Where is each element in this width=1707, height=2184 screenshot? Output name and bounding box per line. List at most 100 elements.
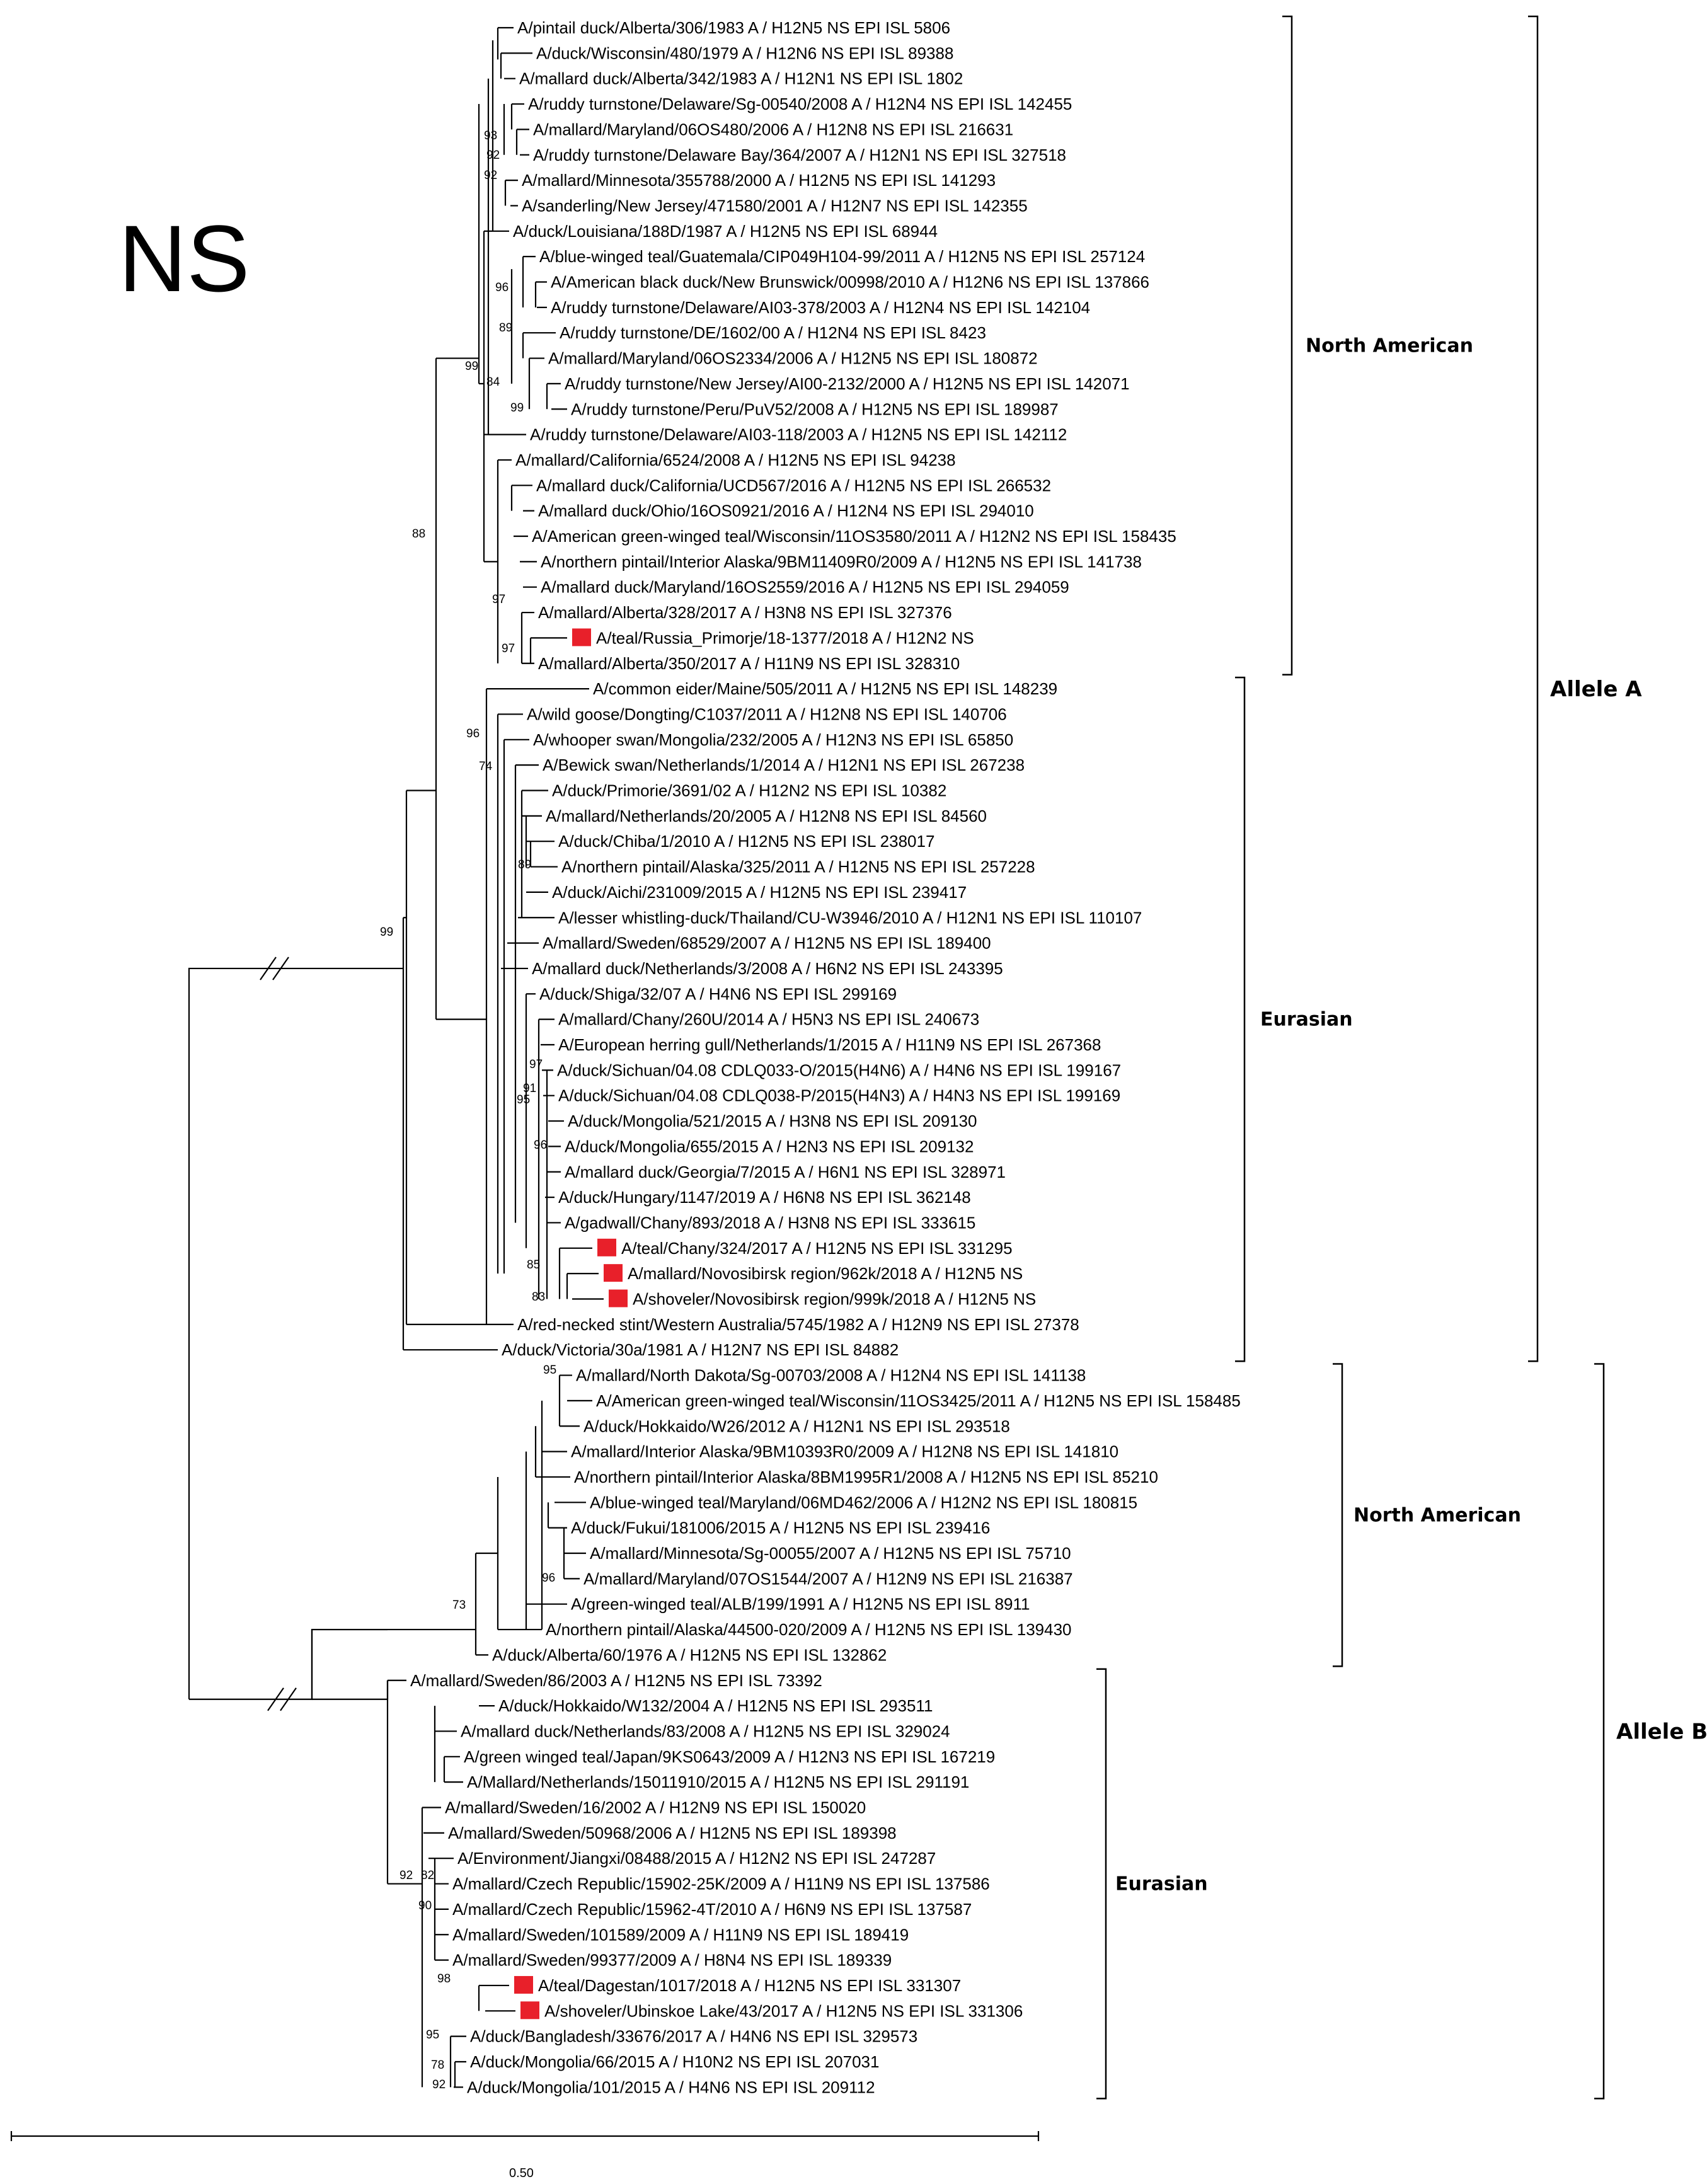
bootstrap-value: 97 (502, 642, 515, 655)
taxon-label: A/duck/Bangladesh/33676/2017 A / H4N6 NS… (470, 2027, 917, 2046)
taxon-label: A/green-winged teal/ALB/199/1991 A / H12… (571, 1595, 1030, 1614)
bootstrap-value: 88 (412, 527, 425, 541)
taxon-label: A/mallard/Minnesota/355788/2000 A / H12N… (522, 171, 996, 190)
clade-bracket (1282, 15, 1293, 675)
taxon-label: A/mallard/Maryland/06OS2334/2006 A / H12… (548, 349, 1038, 368)
scale-bar-label: 0.50 (509, 2166, 534, 2180)
taxon-label: A/mallard duck/California/UCD567/2016 A … (536, 476, 1051, 495)
bootstrap-value: 89 (499, 321, 512, 335)
taxon-label: A/mallard/Sweden/68529/2007 A / H12N5 NS… (543, 934, 991, 953)
taxon-label: A/gadwall/Chany/893/2018 A / H3N8 NS EPI… (565, 1213, 975, 1232)
taxon-label: A/teal/Chany/324/2017 A / H12N5 NS EPI I… (621, 1239, 1013, 1258)
taxon-label: A/mallard/Novosibirsk region/962k/2018 A… (628, 1264, 1023, 1283)
taxon-label: A/red-necked stint/Western Australia/574… (517, 1315, 1079, 1334)
clade-bracket (1096, 1668, 1107, 2100)
scale-bar: 0.50 (10, 2131, 1040, 2180)
taxon-label: A/sanderling/New Jersey/471580/2001 A / … (522, 196, 1028, 215)
taxon-label: A/Mallard/Netherlands/15011910/2015 A / … (467, 1773, 969, 1791)
taxon-label: A/duck/Sichuan/04.08 CDLQ033-O/2015(H4N6… (557, 1060, 1121, 1079)
study-sequence-marker (604, 1264, 623, 1282)
bootstrap-value: 92 (432, 2078, 445, 2091)
taxon-label: A/northern pintail/Alaska/325/2011 A / H… (561, 858, 1035, 876)
bootstrap-value: 97 (529, 1058, 543, 1071)
taxon-label: A/mallard/Czech Republic/15962-4T/2010 A… (452, 1900, 972, 1919)
taxon-label: A/duck/Mongolia/655/2015 A / H2N3 NS EPI… (565, 1137, 974, 1156)
bootstrap-value: 82 (421, 1869, 434, 1882)
taxon-label: A/mallard/Sweden/16/2002 A / H12N9 NS EP… (445, 1798, 866, 1817)
study-sequence-marker (572, 628, 591, 647)
taxon-label: A/European herring gull/Netherlands/1/20… (558, 1035, 1101, 1054)
taxon-label: A/duck/Shiga/32/07 A / H4N6 NS EPI ISL 2… (539, 984, 897, 1003)
taxon-label: A/Environment/Jiangxi/08488/2015 A / H12… (457, 1849, 936, 1868)
bootstrap-value: 91 (523, 1082, 536, 1095)
taxon-label: A/ruddy turnstone/Delaware/AI03-118/2003… (530, 425, 1067, 444)
bootstrap-value: 95 (517, 1093, 530, 1106)
bootstrap-value: 95 (543, 1364, 556, 1377)
study-sequence-marker (609, 1289, 628, 1308)
bootstrap-value: 89 (518, 858, 531, 871)
bootstrap-value: 98 (437, 1972, 451, 1986)
taxon-label: A/duck/Hokkaido/W132/2004 A / H12N5 NS E… (498, 1696, 933, 1715)
branch-break-mark (272, 957, 289, 980)
taxon-label: A/duck/Mongolia/521/2015 A / H3N8 NS EPI… (568, 1112, 977, 1130)
bootstrap-value: 99 (510, 401, 524, 415)
taxon-label: A/green winged teal/Japan/9KS0643/2009 A… (464, 1747, 995, 1766)
bootstrap-value: 73 (452, 1599, 466, 1612)
taxon-label: A/mallard/Chany/260U/2014 A / H5N3 NS EP… (558, 1010, 979, 1029)
taxon-label: A/mallard duck/Ohio/16OS0921/2016 A / H1… (538, 502, 1034, 520)
root-branch-allele-a (188, 967, 403, 1699)
bootstrap-value: 78 (431, 2059, 444, 2072)
taxon-label: A/mallard/Minnesota/Sg-00055/2007 A / H1… (590, 1544, 1071, 1563)
allele-label: Allele A (1550, 677, 1642, 702)
clade-label: Eurasian (1260, 1009, 1353, 1031)
taxon-label: A/mallard/California/6524/2008 A / H12N5… (515, 451, 956, 469)
taxon-label: A/northern pintail/Alaska/44500-020/2009… (546, 1620, 1072, 1639)
bootstrap-value: 90 (418, 1899, 432, 1912)
taxon-label: A/duck/Victoria/30a/1981 A / H12N7 NS EP… (502, 1340, 899, 1359)
taxon-label: A/duck/Hokkaido/W26/2012 A / H12N1 NS EP… (583, 1417, 1010, 1435)
taxon-label: A/wild goose/Dongting/C1037/2011 A / H12… (527, 704, 1007, 723)
taxon-label: A/ruddy turnstone/Delaware/AI03-378/2003… (551, 298, 1090, 317)
clade-label: North American (1306, 335, 1473, 357)
study-sequence-marker (597, 1238, 616, 1256)
taxon-label: A/lesser whistling-duck/Thailand/CU-W394… (558, 908, 1142, 927)
bootstrap-value: 74 (479, 760, 493, 773)
allele-bracket (1528, 15, 1539, 1362)
taxon-label: A/mallard/Netherlands/20/2005 A / H12N8 … (546, 807, 987, 825)
taxon-label: A/northern pintail/Interior Alaska/8BM19… (574, 1468, 1158, 1486)
taxon-label: A/ruddy turnstone/Delaware Bay/364/2007 … (533, 146, 1066, 164)
taxon-label: A/mallard duck/Alberta/342/1983 A / H12N… (519, 69, 963, 88)
bootstrap-value: 96 (466, 727, 480, 740)
taxon-label: A/blue-winged teal/Maryland/06MD462/2006… (590, 1493, 1137, 1512)
taxon-label: A/mallard/Alberta/350/2017 A / H11N9 NS … (538, 654, 960, 673)
taxon-label: A/whooper swan/Mongolia/232/2005 A / H12… (533, 730, 1013, 749)
taxon-label: A/duck/Chiba/1/2010 A / H12N5 NS EPI ISL… (558, 832, 934, 851)
bootstrap-value: 97 (492, 593, 505, 606)
clade-bracket (1235, 676, 1246, 1362)
bootstrap-value: 84 (486, 376, 500, 389)
taxon-label: A/mallard/Maryland/06OS480/2006 A / H12N… (533, 120, 1013, 139)
bootstrap-value: 85 (527, 1258, 540, 1272)
taxon-label: A/American green-winged teal/Wisconsin/1… (596, 1391, 1241, 1410)
branch-break-mark (267, 1687, 284, 1711)
taxon-label: A/northern pintail/Interior Alaska/9BM11… (541, 552, 1142, 571)
taxon-label: A/duck/Sichuan/04.08 CDLQ038-P/2015(H4N3… (558, 1086, 1120, 1105)
taxon-label: A/ruddy turnstone/DE/1602/00 A / H12N4 N… (560, 323, 986, 342)
taxon-label: A/duck/Primorie/3691/02 A / H12N2 NS EPI… (552, 781, 946, 800)
taxon-label: A/American green-winged teal/Wisconsin/1… (532, 527, 1176, 546)
branch-break-mark (260, 957, 277, 980)
tree-branches (188, 26, 604, 2088)
bootstrap-value: 99 (465, 360, 478, 373)
taxon-label: A/ruddy turnstone/Delaware/Sg-00540/2008… (528, 95, 1072, 113)
branch-break-mark (280, 1687, 297, 1711)
taxon-label: A/mallard/Czech Republic/15902-25K/2009 … (452, 1875, 990, 1894)
taxon-label: A/mallard/Sweden/99377/2009 A / H8N4 NS … (452, 1951, 892, 1970)
bootstrap-value: 96 (495, 281, 509, 294)
taxon-label: A/shoveler/Novosibirsk region/999k/2018 … (633, 1290, 1036, 1309)
taxon-label: A/duck/Mongolia/66/2015 A / H10N2 NS EPI… (470, 2052, 879, 2071)
taxon-label: A/duck/Hungary/1147/2019 A / H6N8 NS EPI… (558, 1188, 971, 1207)
allele-bracket (1594, 1363, 1605, 2100)
study-sequence-marker (514, 1975, 533, 1994)
taxon-label: A/mallard duck/Netherlands/3/2008 A / H6… (532, 959, 1003, 978)
